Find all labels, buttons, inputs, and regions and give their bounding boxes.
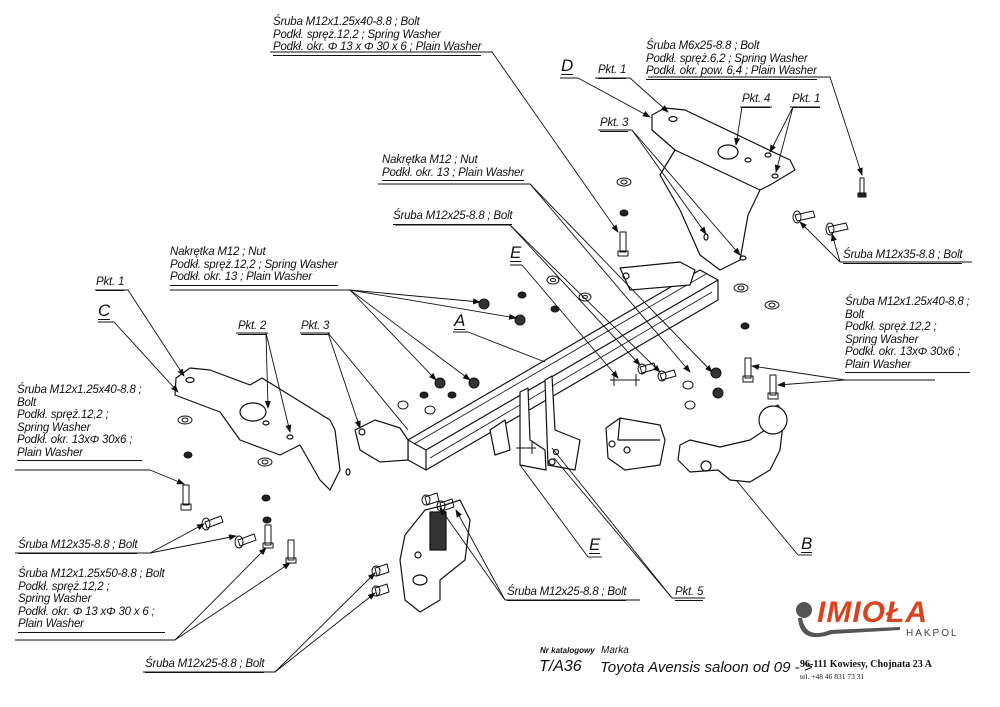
- label-line: E: [510, 243, 522, 262]
- part-letter-e-bottom: E: [589, 535, 601, 554]
- label-line: Nakrętka M12 ; Nut: [170, 246, 266, 258]
- label-line: Podkł. spręż.12,2 ;: [17, 409, 109, 421]
- label-line: Pkt. 1: [792, 93, 820, 108]
- label-line: Podkł. okr. 13 ; Plain Washer: [170, 271, 338, 286]
- label-bolt-top-right: Śruba M6x25-8.8 ; Bolt Podkł. spręż.6,2 …: [646, 40, 817, 80]
- label-line: Plain Washer: [18, 618, 165, 633]
- label-line: Podkł. okr. Φ 13 x Φ 30 x 6 ; Plain Wash…: [273, 41, 482, 56]
- label-line: Nakrętka M12 ; Nut: [382, 154, 478, 166]
- label-line: Spring Washer: [18, 593, 92, 605]
- label-bolt-top-center: Śruba M12x1.25x40-8.8 ; Bolt Podkł. sprę…: [273, 16, 482, 56]
- company-phone: tel. +48 46 831 73 31: [800, 672, 865, 681]
- label-pkt1-left: Pkt. 1: [96, 276, 124, 291]
- label-line: E: [589, 535, 601, 554]
- lower-bracket: [399, 499, 471, 613]
- label-line: Śruba M12x1.25x40-8.8 ;: [845, 296, 970, 308]
- label-bolt-m12x25-bottom-left: Śruba M12x25-8.8 ; Bolt: [145, 658, 265, 673]
- label-line: Podkł. okr. 13 ; Plain Washer: [382, 167, 524, 181]
- catalog-number: T/A36: [539, 658, 582, 675]
- label-line: Podkł. okr. 13xΦ 30x6 ;: [17, 434, 133, 446]
- company-address: 96-111 Kowiesy, Chojnata 23 A: [800, 659, 932, 670]
- label-bolt-m12x25-bottom-center: Śruba M12x25-8.8 ; Bolt: [507, 586, 627, 601]
- brand-caption: Marka: [601, 645, 629, 656]
- logo-brand: IMIOŁA: [817, 596, 928, 629]
- label-line: Spring Washer: [17, 421, 91, 434]
- label-line: Podkł. spręż.12,2 ; Spring Washer: [273, 28, 441, 41]
- label-line: Śruba M12x1.25x40-8.8 ;: [17, 384, 142, 396]
- label-line: C: [98, 301, 111, 320]
- label-line: Podkł. okr. pow. 6,4 ; Plain Washer: [646, 65, 817, 80]
- label-line: Pkt. 5: [675, 586, 703, 601]
- label-pkt2-left: Pkt. 2: [238, 320, 266, 335]
- label-line: Śruba M12x1.25x50-8.8 ; Bolt: [18, 568, 165, 580]
- label-line: Bolt: [845, 308, 865, 321]
- label-line: Plain Washer: [845, 359, 970, 373]
- label-line: Podkł. spręż.12,2 ;: [18, 580, 110, 593]
- label-line: Podkł. okr. 13xΦ 30x6 ;: [845, 346, 961, 358]
- label-line: Pkt. 3: [600, 117, 628, 132]
- part-letter-c: C: [98, 301, 111, 320]
- tow-ball-part-b: [677, 404, 788, 483]
- crossbar-part-a: [354, 261, 719, 471]
- label-pkt1-top: Pkt. 1: [598, 64, 626, 79]
- part-letter-e-top: E: [510, 243, 522, 262]
- logo-swoosh-icon: [796, 602, 900, 638]
- label-line: Bolt: [17, 396, 37, 409]
- label-line: Spring Washer: [845, 333, 919, 346]
- label-bolt-right-mid: Śruba M12x1.25x40-8.8 ; Bolt Podkł. sprę…: [845, 296, 970, 373]
- catalog-caption: Nr katalogowy: [540, 646, 595, 655]
- label-line: Plain Washer: [17, 447, 142, 461]
- part-letter-d: D: [561, 56, 574, 75]
- fasteners: [177, 177, 867, 597]
- label-line: Pkt. 4: [742, 93, 770, 108]
- label-line: Śruba M12x25-8.8 ; Bolt: [145, 658, 265, 673]
- label-line: Pkt. 1: [598, 64, 626, 79]
- label-line: Podkł. spręż.12,2 ;: [845, 321, 937, 333]
- label-nut-center: Nakrętka M12 ; Nut Podkł. okr. 13 ; Plai…: [382, 154, 524, 181]
- label-pkt3-top: Pkt. 3: [600, 117, 628, 132]
- label-bolt-m12x25-center: Śruba M12x25-8.8 ; Bolt: [393, 210, 513, 225]
- label-bolt-m12x35-right: Śruba M12x35-8.8 ; Bolt: [843, 249, 963, 264]
- label-pkt5: Pkt. 5: [675, 586, 703, 601]
- label-line: Śruba M12x1.25x40-8.8 ; Bolt: [273, 16, 420, 28]
- label-pkt3-left: Pkt. 3: [301, 320, 329, 335]
- label-line: Śruba M12x25-8.8 ; Bolt: [507, 586, 627, 601]
- label-line: B: [801, 534, 813, 553]
- label-line: Pkt. 2: [238, 320, 266, 335]
- socket-block: [605, 417, 666, 471]
- label-line: Pkt. 1: [96, 276, 124, 291]
- label-line: Śruba M12x25-8.8 ; Bolt: [393, 210, 513, 225]
- part-letter-a: A: [454, 311, 466, 330]
- label-line: Śruba M6x25-8.8 ; Bolt: [646, 40, 760, 52]
- label-line: Śruba M12x35-8.8 ; Bolt: [18, 539, 138, 554]
- label-line: Podkł. okr. Φ 13 xΦ 30 x 6 ;: [18, 605, 155, 618]
- logo-sub: HAKPOL: [906, 628, 959, 639]
- label-line: Podkł. spręż.12,2 ; Spring Washer: [170, 258, 338, 271]
- bracket-part-c: [174, 367, 351, 491]
- vehicle-model: Toyota Avensis saloon od 09 - >: [600, 659, 813, 676]
- label-pkt1-right: Pkt. 1: [792, 93, 820, 108]
- label-bolt-left-mid: Śruba M12x1.25x40-8.8 ; Bolt Podkł. sprę…: [17, 384, 142, 461]
- leader-lines: [15, 51, 972, 673]
- label-pkt4: Pkt. 4: [742, 93, 770, 108]
- part-letter-b: B: [801, 534, 813, 553]
- label-bolt-m12x35-left: Śruba M12x35-8.8 ; Bolt: [18, 539, 138, 554]
- label-line: Pkt. 3: [301, 320, 329, 335]
- label-line: Śruba M12x35-8.8 ; Bolt: [843, 249, 963, 264]
- label-bolt-left-low: Śruba M12x1.25x50-8.8 ; Bolt Podkł. sprę…: [18, 568, 165, 633]
- label-line: Podkł. spręż.6,2 ; Spring Washer: [646, 52, 808, 65]
- label-line: A: [454, 311, 466, 330]
- label-line: D: [561, 56, 574, 75]
- label-nut-left: Nakrętka M12 ; Nut Podkł. spręż.12,2 ; S…: [170, 246, 338, 286]
